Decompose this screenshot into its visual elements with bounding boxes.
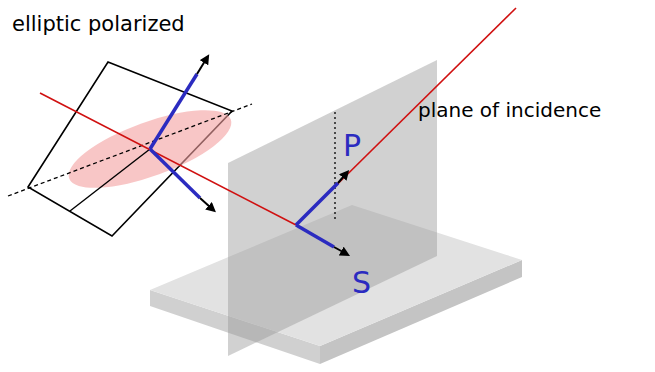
field-arrow — [197, 61, 205, 74]
field-vector — [150, 74, 197, 149]
plane-label: plane of incidence — [418, 100, 601, 120]
p-label: P — [343, 131, 361, 161]
frame-axis — [70, 149, 150, 211]
s-arrow — [334, 247, 343, 252]
field-arrow — [200, 198, 210, 207]
p-vector — [296, 183, 338, 225]
s-label: S — [352, 268, 371, 298]
polarization-ellipse — [60, 94, 240, 204]
incident-beam — [40, 93, 296, 225]
beam-label: elliptic polarized — [12, 14, 185, 35]
field-vector — [150, 149, 200, 198]
p-arrow — [338, 176, 344, 183]
ellipse-axis — [8, 104, 252, 196]
incidence-plane — [228, 60, 437, 356]
s-vector — [296, 225, 334, 247]
surface-normal — [334, 112, 335, 222]
